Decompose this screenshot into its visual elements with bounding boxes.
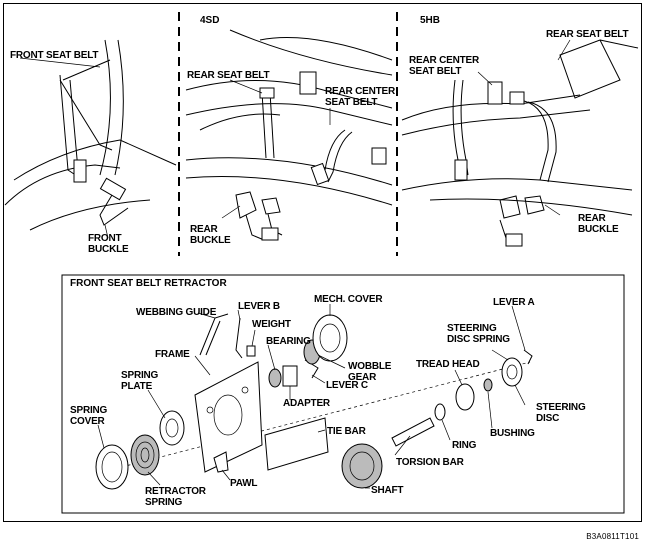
shaft-part <box>341 443 383 489</box>
label-front-seat-belt: FRONT SEAT BELT <box>10 50 99 61</box>
label-lever-b: LEVER B <box>238 301 280 312</box>
label-wobble-gear: WOBBLE GEAR <box>348 361 392 383</box>
adapter-part <box>282 365 298 387</box>
retractor-box <box>61 274 625 514</box>
label-rear-buckle-5hb: REAR BUCKLE <box>578 213 619 235</box>
reference-code: B3A0811T101 <box>586 532 639 541</box>
label-steering-disc-spring: STEERING DISC SPRING <box>447 323 510 345</box>
label-tread-head: TREAD HEAD <box>416 359 480 370</box>
tie-bar-part <box>264 417 329 471</box>
label-shaft: SHAFT <box>371 485 404 496</box>
label-bushing: BUSHING <box>490 428 535 439</box>
label-rear-seat-belt-5hb: REAR SEAT BELT <box>546 29 629 40</box>
label-webbing-guide: WEBBING GUIDE <box>136 307 217 318</box>
label-spring-plate: SPRING PLATE <box>121 370 159 392</box>
bushing-part <box>483 378 493 392</box>
steering-disc-part <box>501 357 523 387</box>
label-spring-cover: SPRING COVER <box>70 405 108 427</box>
lever-a-part <box>523 349 533 365</box>
ring-part <box>434 403 446 421</box>
label-tie-bar: TIE BAR <box>327 426 366 437</box>
hatchback-rear-seat-illustration <box>401 39 639 247</box>
label-rear-buckle-4sd: REAR BUCKLE <box>190 224 231 246</box>
weight-part <box>246 345 256 357</box>
label-rear-center-seat-belt-5hb: REAR CENTER SEAT BELT <box>409 55 480 77</box>
label-pawl: PAWL <box>230 478 258 489</box>
mech-cover-part <box>312 314 348 362</box>
section-4sd-title: 4SD <box>200 15 220 26</box>
label-steering-disc: STEERING DISC <box>536 402 586 424</box>
spring-plate-part <box>159 410 185 446</box>
sedan-rear-seat-illustration <box>185 29 393 241</box>
label-rear-seat-belt-4sd: REAR SEAT BELT <box>187 70 270 81</box>
label-torsion-bar: TORSION BAR <box>396 457 464 468</box>
bearing-part <box>268 368 282 388</box>
label-lever-c: LEVER C <box>326 380 368 391</box>
front-seat-illustration <box>4 39 177 239</box>
section-retractor-title: FRONT SEAT BELT RETRACTOR <box>70 278 227 289</box>
label-rear-center-seat-belt-4sd: REAR CENTER SEAT BELT <box>325 86 396 108</box>
spring-cover-part <box>95 444 129 490</box>
pawl-part <box>213 451 229 473</box>
label-adapter: ADAPTER <box>283 398 330 409</box>
label-ring: RING <box>452 440 477 451</box>
label-weight: WEIGHT <box>252 319 291 330</box>
torsion-bar-part <box>391 417 435 447</box>
section-5hb-title: 5HB <box>420 15 441 26</box>
label-lever-a: LEVER A <box>493 297 535 308</box>
lever-b-part <box>235 317 243 359</box>
label-bearing: BEARING <box>266 336 311 347</box>
figure-border <box>3 3 642 522</box>
frame-part <box>194 361 263 473</box>
label-frame: FRAME <box>155 349 190 360</box>
label-mech-cover: MECH. COVER <box>314 294 383 305</box>
tread-head-part <box>455 383 475 411</box>
label-front-buckle: FRONT BUCKLE <box>88 233 129 255</box>
retractor-spring-part <box>130 434 160 476</box>
label-retractor-spring: RETRACTOR SPRING <box>145 486 206 508</box>
retractor-exploded-view <box>95 304 533 490</box>
